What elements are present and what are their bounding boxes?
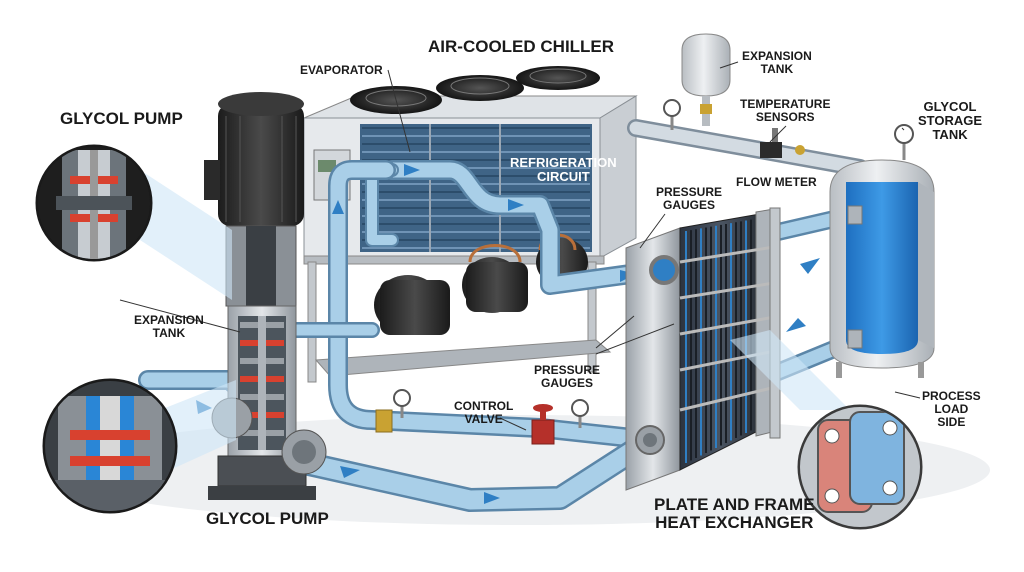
label-expansion-tank-left: EXPANSION TANK [134, 313, 204, 340]
label-control-valve: CONTROL VALVE [454, 399, 514, 426]
compressors [374, 233, 588, 335]
pump-seal-zoom-top [35, 144, 232, 300]
flow-arrows [196, 164, 820, 504]
label-glycol-pump-top: GLYCOL PUMP [60, 109, 183, 128]
air-cooled-chiller [303, 66, 638, 383]
leader-lines [119, 61, 921, 431]
label-process-load-side: PROCESS LOAD SIDE [922, 389, 981, 429]
label-glycol-storage-tank: GLYCOL STORAGE TANK [918, 99, 983, 143]
pump-impeller-zoom-bottom [42, 378, 236, 514]
plate-zoom-callout [730, 330, 923, 530]
label-plate-frame-heat-exchanger: PLATE AND FRAME HEAT EXCHANGER [654, 495, 815, 533]
label-flow-meter: FLOW METER [736, 175, 817, 189]
expansion-tank-top [681, 33, 731, 126]
label-expansion-tank-top: EXPANSION TANK [742, 49, 812, 76]
pressure-gauge-lower-left [375, 389, 411, 433]
title-air-cooled-chiller: AIR-COOLED CHILLER [428, 37, 615, 56]
label-refrigeration-circuit: REFRIGERATION CIRCUIT [510, 155, 617, 185]
label-temperature-sensors: TEMPERATURE SENSORS [740, 97, 831, 124]
condenser-fans [350, 66, 600, 114]
pressure-gauge-lower-right [571, 399, 589, 428]
label-glycol-pump-bottom: GLYCOL PUMP [206, 509, 329, 528]
pressure-gauge-top [663, 99, 681, 130]
control-valve [531, 404, 555, 445]
label-pressure-gauges-lower: PRESSURE GAUGES [534, 363, 601, 390]
label-evaporator: EVAPORATOR [300, 63, 383, 77]
label-pressure-gauges-upper: PRESSURE GAUGES [656, 185, 723, 212]
glycol-storage-tank [829, 124, 935, 378]
glycol-pump-assembly [204, 92, 327, 500]
temperature-sensors [760, 128, 805, 158]
